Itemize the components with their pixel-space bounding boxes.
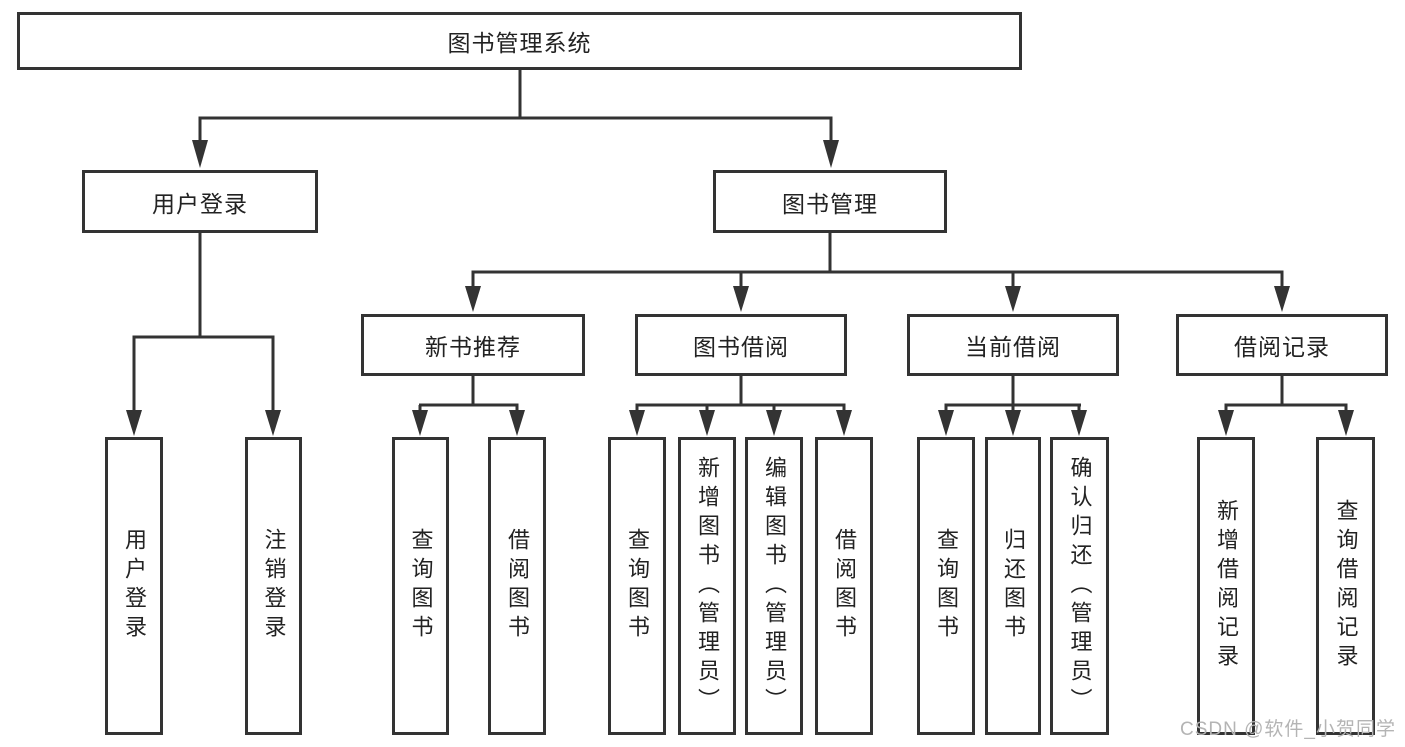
arrowhead xyxy=(192,140,208,168)
node-label: 当前借阅 xyxy=(965,334,1061,360)
arrowhead xyxy=(1071,410,1087,436)
arrowhead xyxy=(733,286,749,312)
leaf-bb-borrow-book: 借阅图书 xyxy=(815,437,873,735)
leaf-cb-confirm-return-admin: 确认归还（管理员） xyxy=(1050,437,1109,735)
arrowhead xyxy=(699,410,715,436)
arrowhead xyxy=(126,410,142,436)
node-label: 借阅图书 xyxy=(505,528,530,644)
node-label: 图书借阅 xyxy=(693,334,789,360)
leaf-logout-login: 注销登录 xyxy=(245,437,302,735)
leaf-user-login: 用户登录 xyxy=(105,437,163,735)
node-label: 新增借阅记录 xyxy=(1214,499,1239,673)
node-book-borrow: 图书借阅 xyxy=(635,314,847,376)
leaf-bb-edit-book-admin: 编辑图书（管理员） xyxy=(745,437,803,735)
arrowhead xyxy=(509,410,525,436)
leaf-br-query-record: 查询借阅记录 xyxy=(1316,437,1375,735)
node-book-management: 图书管理 xyxy=(713,170,947,233)
leaf-cb-query-book: 查询图书 xyxy=(917,437,975,735)
arrowhead xyxy=(465,286,481,312)
node-borrow-records: 借阅记录 xyxy=(1176,314,1388,376)
node-root: 图书管理系统 xyxy=(17,12,1022,70)
node-label: 注销登录 xyxy=(261,528,287,644)
node-current-borrow: 当前借阅 xyxy=(907,314,1119,376)
node-label: 新增图书（管理员） xyxy=(695,455,720,717)
arrowhead xyxy=(836,410,852,436)
node-label: 图书管理系统 xyxy=(447,30,592,56)
leaf-cb-return-book: 归还图书 xyxy=(985,437,1041,735)
leaf-bb-add-book-admin: 新增图书（管理员） xyxy=(678,437,736,735)
node-label: 确认归还（管理员） xyxy=(1067,455,1093,717)
node-label: 借阅图书 xyxy=(832,528,857,644)
watermark-text: CSDN @软件_小贺同学 xyxy=(1180,719,1396,740)
arrowhead xyxy=(1338,410,1354,436)
arrowhead xyxy=(1218,410,1234,436)
node-label: 借阅记录 xyxy=(1234,334,1330,360)
arrowhead xyxy=(1274,286,1290,312)
arrowhead xyxy=(766,410,782,436)
node-label: 用户登录 xyxy=(152,190,248,217)
node-label: 查询图书 xyxy=(408,528,434,644)
node-label: 图书管理 xyxy=(782,190,878,217)
node-label: 查询图书 xyxy=(934,528,959,644)
node-label: 查询图书 xyxy=(625,528,650,644)
arrowhead xyxy=(629,410,645,436)
leaf-rec-query-book: 查询图书 xyxy=(392,437,449,735)
arrowhead xyxy=(412,410,428,436)
node-label: 归还图书 xyxy=(1001,528,1026,644)
leaf-bb-query-book: 查询图书 xyxy=(608,437,666,735)
arrowhead xyxy=(1005,286,1021,312)
leaf-br-add-record: 新增借阅记录 xyxy=(1197,437,1255,735)
arrowhead xyxy=(823,140,839,168)
leaf-rec-borrow-book: 借阅图书 xyxy=(488,437,546,735)
arrowhead xyxy=(265,410,281,436)
arrowhead xyxy=(1005,410,1021,436)
node-user-login: 用户登录 xyxy=(82,170,318,233)
node-label: 用户登录 xyxy=(122,528,147,644)
node-label: 编辑图书（管理员） xyxy=(762,455,787,717)
node-label: 新书推荐 xyxy=(425,334,521,360)
node-label: 查询借阅记录 xyxy=(1333,499,1359,673)
arrowhead xyxy=(938,410,954,436)
node-new-book-recommend: 新书推荐 xyxy=(361,314,585,376)
